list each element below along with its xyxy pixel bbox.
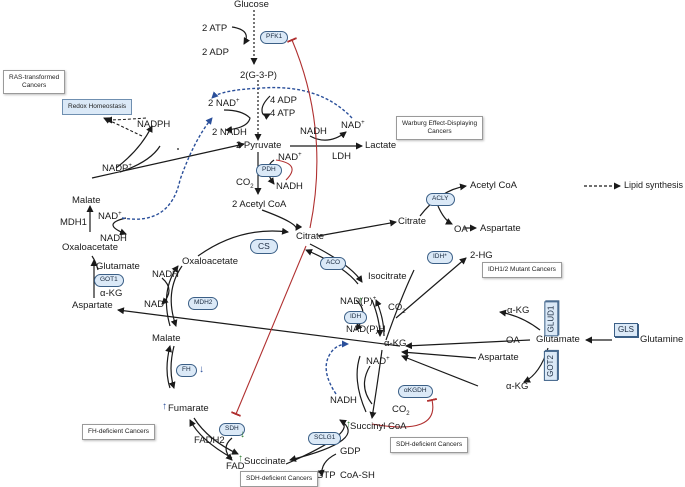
coash-label: CoA-SH — [340, 470, 375, 481]
citrate-label: Citrate — [296, 231, 324, 242]
mdh1-label: MDH1 — [60, 217, 87, 228]
glycolysis-arrows — [91, 10, 363, 231]
akg-label: α-KG — [384, 338, 407, 349]
glutamate-label: Glutamate — [536, 334, 580, 345]
sdh-down-arrow-icon: ↓ — [240, 429, 245, 440]
atp-4-label: 4 ATP — [270, 108, 296, 119]
inhibition-lines — [231, 37, 438, 428]
succinate-label: Succinate — [244, 456, 286, 467]
malate-label: Malate — [152, 333, 181, 344]
fad-label: FAD — [226, 461, 245, 472]
aco-enzyme: ACO — [320, 257, 347, 270]
succinyl-coa-up-arrow-icon: ↑ — [346, 419, 351, 430]
lipid-synthesis-label: Lipid synthesis — [624, 180, 684, 190]
nadh-2-label: 2 NADH — [212, 127, 247, 138]
oa-label: OA — [454, 224, 468, 235]
glutamine-label: Glutamine — [640, 334, 684, 345]
nadp-idh-label: NAD(P)+ — [340, 295, 377, 307]
isocitrate-up-arrow-icon: ↑ — [358, 295, 363, 306]
nad-ldh-label: NAD+ — [341, 119, 365, 131]
nadh-kgdh-label: NADH — [330, 395, 357, 406]
sdh-deficient-bottom-callout: SDH-deficient Cancers — [240, 471, 319, 487]
succinyl-coa-label: Succinyl CoA — [350, 421, 407, 432]
succinate-up-arrow-icon: ↑ — [238, 453, 243, 464]
akg-glud-label: α-KG — [507, 305, 530, 316]
nad-mdh1-label: NAD+ — [98, 210, 122, 222]
ldh-label: LDH — [332, 151, 352, 162]
cs-enzyme: CS — [250, 239, 278, 254]
nadp-plus-label: NADP+ — [102, 162, 132, 174]
acetyl-coa-2-label: 2 Acetyl CoA — [232, 199, 287, 210]
akg-left-label: α-KG — [100, 288, 123, 299]
oaa-label: Oxaloacetate — [182, 256, 238, 267]
right-side-arrows — [117, 182, 621, 387]
glud1-enzyme: GLUD1 — [544, 301, 559, 337]
mdh2-enzyme: MDH2 — [188, 297, 219, 310]
idh-star-enzyme: IDH* — [427, 251, 453, 264]
g3p-label: 2(G-3-P) — [240, 70, 277, 81]
nad-pdh-label: NAD+ — [278, 151, 302, 163]
nadh-pdh-label: NADH — [276, 181, 303, 192]
got1-enzyme: GOT1 — [94, 274, 124, 287]
nadph-label: NADPH — [137, 119, 171, 130]
aspartate-right-label: Aspartate — [480, 223, 521, 234]
adp-2-label: 2 ADP — [202, 47, 229, 58]
nadh-mdh1-label: NADH — [100, 233, 127, 244]
citrate-right-label: Citrate — [398, 216, 426, 227]
fumarate-up-arrow-icon: ↑ — [162, 401, 167, 412]
malate-left-label: Malate — [72, 195, 101, 206]
acetyl-coa-label: Acetyl CoA — [470, 180, 517, 191]
co2-idh-label: CO2 — [388, 302, 406, 315]
oa-right-label: OA — [506, 335, 520, 346]
fadh2-label: FADH2 — [194, 435, 225, 446]
fumarate-label: Fumarate — [168, 403, 209, 414]
adp-4-label: 4 ADP — [270, 95, 297, 106]
nadph-idh-label: NAD(P)H — [346, 324, 386, 335]
warburg-callout: Warburg Effect-Displaying Cancers — [396, 116, 484, 140]
glutamate-left-label: Glutamate — [96, 261, 140, 272]
sclg1-enzyme: SCLG1 — [308, 432, 342, 445]
idh-enzyme: IDH — [344, 311, 368, 324]
2hg-label: 2-HG — [470, 250, 493, 261]
idh-mutant-callout: IDH1/2 Mutant Cancers — [482, 262, 562, 278]
aspartate-left-label: Aspartate — [72, 300, 113, 311]
ras-callout: RAS-transformed Cancers — [3, 70, 66, 94]
pdh-enzyme: PDH — [256, 164, 282, 177]
sdh-enzyme: SDH — [219, 423, 245, 436]
co2-pdh-label: CO2 — [236, 177, 254, 190]
atp-2-label: 2 ATP — [202, 23, 228, 34]
gdp-label: GDP — [340, 446, 361, 457]
nadh-ldh-label: NADH — [300, 126, 327, 137]
nad-kgdh-label: NAD+ — [366, 355, 390, 367]
akg-bottom-label: α-KG — [506, 381, 529, 392]
acly-enzyme: ACLY — [426, 193, 455, 206]
pyruvate-label: 2 Pyruvate — [236, 140, 282, 151]
redox-homeostasis-callout: Redox Homeostasis — [62, 99, 133, 115]
got2-enzyme: GOT2 — [543, 351, 558, 381]
fh-down-arrow-icon: ↓ — [199, 364, 204, 375]
glucose-label: Glucose — [234, 0, 269, 10]
fh-enzyme: FH — [176, 364, 197, 377]
gtp-label: GTP — [316, 470, 336, 481]
aspartate-mid-label: Aspartate — [478, 352, 519, 363]
isocitrate-label: Isocitrate — [368, 271, 407, 282]
nadh-mdh2-label: NADH — [152, 269, 179, 280]
akgdh-enzyme: αKGDH — [398, 385, 433, 398]
lactate-label: Lactate — [365, 140, 397, 151]
nad-2-label: 2 NAD+ — [208, 97, 240, 109]
co2-kgdh-label: CO2 — [392, 404, 410, 417]
oaa-left-label: Oxaloacetate — [62, 242, 118, 253]
left-shuttle-arrows — [86, 205, 127, 298]
pfk1-enzyme: PFK1 — [260, 31, 289, 44]
sdh-deficient-mid-callout: SDH-deficient Cancers — [390, 437, 469, 453]
gls-enzyme: GLS — [614, 323, 639, 337]
nad-mdh2-label: NAD+ — [144, 298, 168, 310]
fh-deficient-callout: FH-deficient Cancers — [82, 424, 156, 440]
